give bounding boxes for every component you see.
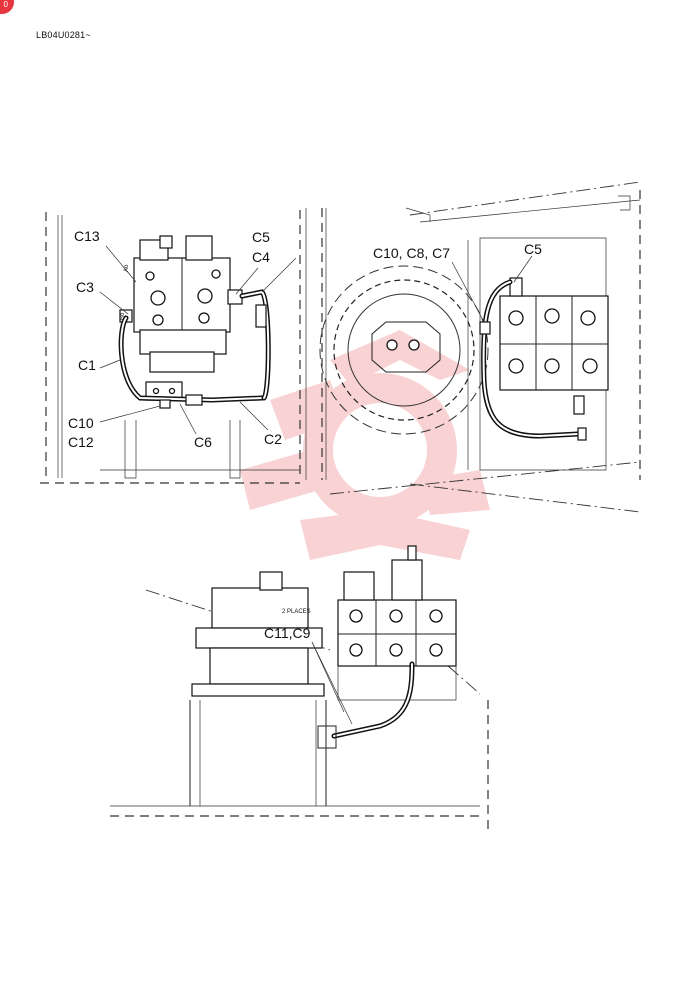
mount-outline: [479, 237, 607, 471]
label-c4: C4: [252, 249, 270, 265]
label-c10: C10: [68, 415, 94, 431]
label-c10-c8-c7: C10, C8, C7: [373, 245, 450, 261]
frame-corner: [405, 207, 431, 222]
badge-text: 0: [3, 0, 8, 9]
frame-bottom-line: [409, 483, 641, 513]
side-mark-b: Bo: [120, 312, 126, 320]
frame-top-line: [419, 199, 641, 223]
label-c2: C2: [264, 431, 282, 447]
frame-bottom-line: [329, 461, 641, 495]
valve-bank: [499, 277, 609, 415]
label-c11-c9: C11,C9: [264, 625, 311, 641]
leader-c13: [105, 245, 137, 283]
hose-fitting: [577, 427, 587, 441]
swing-motor: [189, 571, 327, 806]
label-c1: C1: [78, 357, 96, 373]
label-c5: C5: [252, 229, 270, 245]
document-code: LB04U0281~: [36, 30, 91, 40]
hose-leader: [261, 257, 297, 293]
note-2-places: 2 PLACES: [282, 609, 311, 615]
support-leg: [229, 420, 241, 479]
hose-fitting: [185, 394, 203, 406]
leader-c11-c9: [311, 641, 353, 725]
hose-clamp: [317, 725, 337, 749]
leader-c5-c4: [235, 267, 259, 295]
left-view: Ao Bo C13 C3 C1 C10 C12 C6 C2 C5 C4: [40, 210, 301, 484]
swing-ring: [319, 265, 489, 435]
support-leg: [124, 420, 137, 479]
bottom-valve-stack: [337, 545, 457, 701]
bracket-mark: [618, 195, 631, 211]
label-c13: C13: [74, 228, 100, 244]
bottom-view: 2 PLACES C11,C9: [110, 545, 489, 830]
label-c3: C3: [76, 279, 94, 295]
leader-c1: [99, 359, 121, 369]
frame-top-line: [409, 181, 641, 216]
leader-c6: [179, 403, 197, 435]
leader-c11-c9: [311, 641, 345, 713]
hose-fitting: [479, 321, 491, 335]
leader-c10-c8-c7: [451, 261, 485, 323]
leader-c2: [239, 401, 269, 431]
leader-c10: [99, 405, 161, 423]
hose-fitting: [159, 399, 171, 409]
label-c5-right: C5: [524, 241, 542, 257]
label-c6: C6: [194, 434, 212, 450]
hose-fitting: [255, 304, 267, 328]
side-mark-a: Ao: [124, 264, 130, 272]
label-c12: C12: [68, 434, 94, 450]
control-valve-block: [119, 235, 243, 401]
leader-c5-right: [513, 255, 533, 283]
leader-c3: [99, 291, 129, 315]
right-view: C10, C8, C7 C5: [305, 181, 641, 513]
frame-rail: [57, 215, 63, 478]
